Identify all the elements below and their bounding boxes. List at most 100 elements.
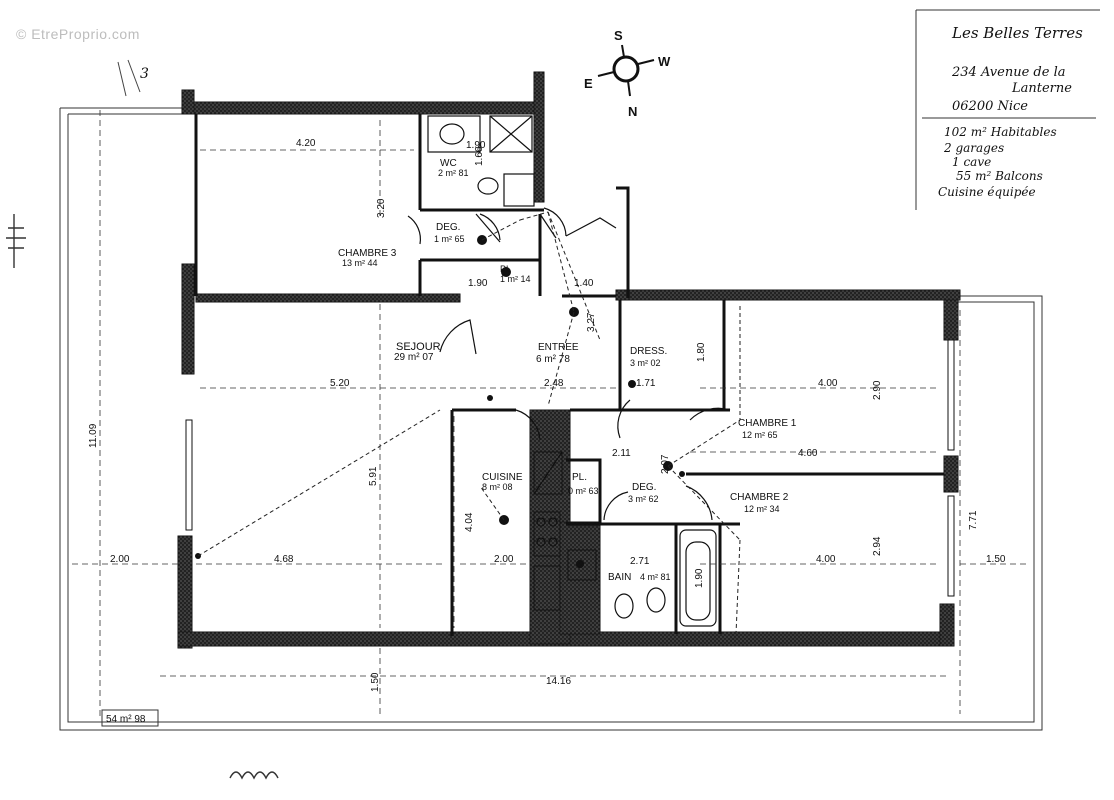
balcony-outline [59, 107, 1043, 731]
chambre3-name: CHAMBRE 3 [338, 248, 397, 259]
kitchen-counter [533, 451, 563, 495]
wc-area: 2 m² 81 [438, 168, 469, 178]
compass-ring [612, 55, 640, 83]
wall-sejour-top [195, 293, 461, 303]
dress-name: DRESS. [630, 346, 667, 357]
toilet [477, 177, 499, 195]
bath-toilet [646, 587, 666, 613]
residence-name: Les Belles Terres [951, 24, 1083, 42]
walls [177, 71, 961, 649]
wall-right-bottom [939, 603, 955, 647]
margin-scribble [6, 214, 26, 268]
dim-1416: 14.16 [546, 676, 571, 687]
compass-e: E [584, 76, 593, 91]
dim-200a: 2.00 [110, 554, 130, 565]
watermark: © EtreProprio.com [16, 26, 140, 42]
pl1-name: PL [500, 264, 511, 274]
cuisine-name: CUISINE [482, 472, 523, 483]
dim-468: 4.68 [274, 554, 294, 565]
chambre1-name: CHAMBRE 1 [738, 418, 797, 429]
compass-south-line [621, 44, 625, 58]
compass: S E W N [584, 28, 671, 119]
note-garages: 2 garages [943, 141, 1004, 155]
dimension-lines [72, 110, 1030, 720]
compass-north-line [627, 80, 631, 97]
interior-walls [194, 114, 944, 636]
wall-top-right-chimney [533, 71, 545, 203]
dim-150a: 1.50 [986, 554, 1006, 565]
door-front [565, 217, 617, 237]
page-mark-stroke [117, 59, 141, 97]
balcony-area: 54 m² 98 [106, 714, 146, 725]
chambre2-area: 12 m² 34 [744, 504, 780, 514]
pl1-area: 1 m² 14 [500, 274, 531, 284]
wall-right-middle [943, 455, 959, 493]
dim-290: 2.90 [872, 380, 883, 400]
note-habitable: 102 m² Habitables [944, 125, 1057, 139]
dim-171: 1.71 [636, 378, 656, 389]
dim-327: 3.27 [586, 312, 597, 332]
kitchen-sink [533, 565, 561, 611]
street-line-1: 234 Avenue de la [951, 65, 1065, 80]
windows [185, 339, 955, 597]
balcony-area-box [101, 709, 159, 727]
pl2-name: PL. [572, 472, 587, 483]
dim-294: 2.94 [872, 536, 883, 556]
wall-left-upper [181, 263, 195, 375]
door-sejour [439, 319, 477, 355]
door-chambre1 [689, 407, 731, 421]
dimension-values: 4.20 3.20 1.90 1.66 1.90 1.40 3.27 5.20 … [88, 138, 1006, 692]
dim-211: 2.11 [612, 448, 631, 459]
dim-404: 4.04 [464, 512, 475, 532]
door-entry [543, 207, 567, 237]
chambre3-area: 13 m² 44 [342, 258, 378, 268]
signature-scribble [229, 771, 279, 780]
dim-1109: 11.09 [88, 423, 99, 448]
dim-166: 1.66 [474, 146, 485, 166]
wall-chambre1-top [615, 289, 961, 301]
wall-corner-top-left [181, 89, 195, 115]
dim-271: 2.71 [630, 556, 650, 567]
compass-east-line [597, 71, 615, 77]
dim-207: 2.07 [660, 454, 671, 474]
dim-460: 4.60 [798, 448, 818, 459]
deg2-area: 3 m² 62 [628, 494, 659, 504]
chambre1-area: 12 m² 65 [742, 430, 778, 440]
wc-sink [427, 115, 481, 153]
door-dress [617, 399, 631, 439]
dress-area: 3 m² 02 [630, 358, 661, 368]
wc-name: WC [440, 158, 457, 169]
compass-w: W [658, 54, 671, 69]
door-chambre3 [407, 215, 421, 245]
dim-190b: 1.90 [468, 278, 488, 289]
wall-left-lower [177, 535, 193, 649]
doors [407, 207, 731, 521]
door-bain [603, 491, 629, 521]
deg2-name: DEG. [632, 482, 656, 493]
dim-400b: 4.00 [816, 554, 836, 565]
door-chambre2 [685, 485, 713, 521]
door-cuisine [515, 409, 541, 441]
wall-bath-core [559, 521, 601, 635]
address-block: Les Belles Terres 234 Avenue de la Lante… [915, 9, 1100, 210]
compass-n: N [628, 104, 637, 119]
wall-right-top [943, 295, 959, 341]
room-labels: CHAMBRE 3 13 m² 44 WC 2 m² 81 DEG. 1 m² … [338, 158, 797, 583]
dim-140: 1.40 [574, 278, 594, 289]
dim-771: 7.71 [968, 510, 979, 530]
dim-591: 5.91 [368, 466, 379, 486]
bath-sink [567, 549, 597, 581]
door-deg1 [479, 213, 501, 241]
fixtures [427, 115, 717, 627]
dim-190a: 1.90 [466, 140, 486, 151]
chambre2-name: CHAMBRE 2 [730, 492, 789, 503]
wiring [197, 211, 741, 635]
entree-area: 6 m² 78 [536, 354, 570, 365]
dim-150b: 1.50 [370, 672, 381, 692]
bidet [614, 593, 634, 619]
compass-west-line [637, 59, 655, 65]
bain-area: 4 m² 81 [640, 572, 671, 582]
dim-400a: 4.00 [818, 378, 838, 389]
light-points [195, 235, 685, 568]
